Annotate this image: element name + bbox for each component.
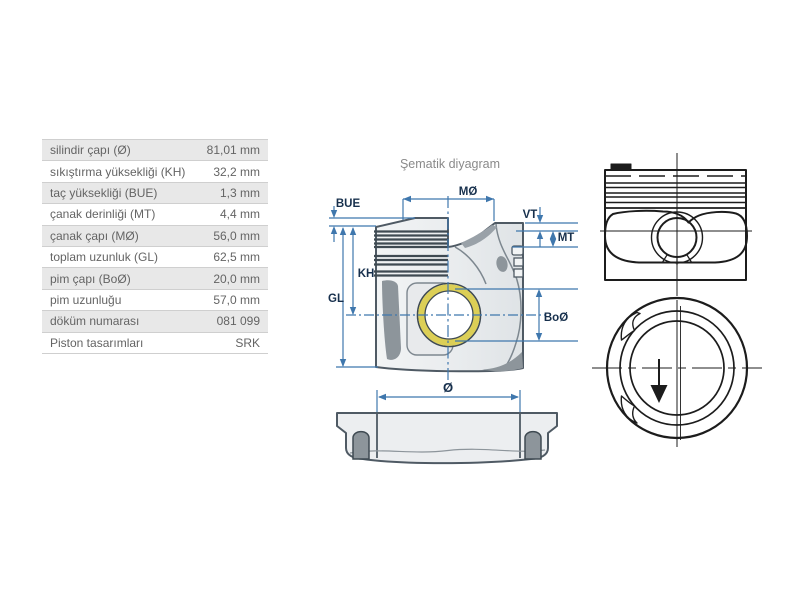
spec-row: toplam uzunluk (GL) 62,5 mm <box>42 246 268 269</box>
dim-label-mo: MØ <box>459 186 478 198</box>
spec-row: taç yüksekliği (BUE) 1,3 mm <box>42 182 268 205</box>
piston-section-view <box>374 217 524 373</box>
piston-side-view <box>600 153 752 296</box>
spec-label: döküm numarası <box>50 314 140 329</box>
spec-row: döküm numarası 081 099 <box>42 311 268 333</box>
dim-label-bue: BUE <box>336 198 361 210</box>
spec-row: silindir çapı (Ø) 81,01 mm <box>42 140 268 162</box>
spec-row: sıkıştırma yüksekliği (KH) 32,2 mm <box>42 161 268 183</box>
spec-value: SRK <box>235 335 260 350</box>
direction-arrow-icon <box>650 359 668 403</box>
spec-label: pim uzunluğu <box>50 292 122 307</box>
ring-grooves <box>374 230 448 277</box>
dimension-arrowheads <box>330 195 557 401</box>
dim-label-vt: VT <box>523 209 538 221</box>
piston-bottom-view <box>336 412 558 465</box>
dim-label-dia: Ø <box>443 380 453 395</box>
spec-label: pim çapı (BoØ) <box>50 271 131 286</box>
spec-row: çanak derinliği (MT) 4,4 mm <box>42 204 268 226</box>
spec-row: çanak çapı (MØ) 56,0 mm <box>42 225 268 247</box>
spec-value: 62,5 mm <box>213 250 260 265</box>
dim-label-bo: BoØ <box>544 312 568 324</box>
spec-label: Piston tasarımları <box>50 335 144 350</box>
spec-value: 32,2 mm <box>213 164 260 179</box>
spec-label: çanak derinliği (MT) <box>50 207 156 222</box>
spec-value: 4,4 mm <box>219 207 260 222</box>
spec-value: 20,0 mm <box>213 271 260 286</box>
spec-row: pim çapı (BoØ) 20,0 mm <box>42 268 268 290</box>
spec-value: 57,0 mm <box>213 292 260 307</box>
spec-label: çanak çapı (MØ) <box>50 228 139 243</box>
spec-value: 56,0 mm <box>213 228 260 243</box>
dim-label-gl: GL <box>328 293 344 305</box>
spec-table: silindir çapı (Ø) 81,01 mm sıkıştırma yü… <box>42 139 268 354</box>
piston-top-view <box>592 296 762 447</box>
spec-label: taç yüksekliği (BUE) <box>50 185 158 200</box>
spec-row: Piston tasarımları SRK <box>42 332 268 354</box>
spec-value: 081 099 <box>216 314 260 329</box>
spec-value: 81,01 mm <box>206 143 260 158</box>
spec-value: 1,3 mm <box>219 185 260 200</box>
spec-label: sıkıştırma yüksekliği (KH) <box>50 164 186 179</box>
dim-label-kh: KH <box>358 268 375 280</box>
spec-label: toplam uzunluk (GL) <box>50 250 159 265</box>
diagram-title: Şematik diyagram <box>400 157 500 171</box>
dim-label-mt: MT <box>558 232 575 244</box>
spec-row: pim uzunluğu 57,0 mm <box>42 289 268 312</box>
spec-label: silindir çapı (Ø) <box>50 143 131 158</box>
dimension-lines <box>329 196 578 413</box>
